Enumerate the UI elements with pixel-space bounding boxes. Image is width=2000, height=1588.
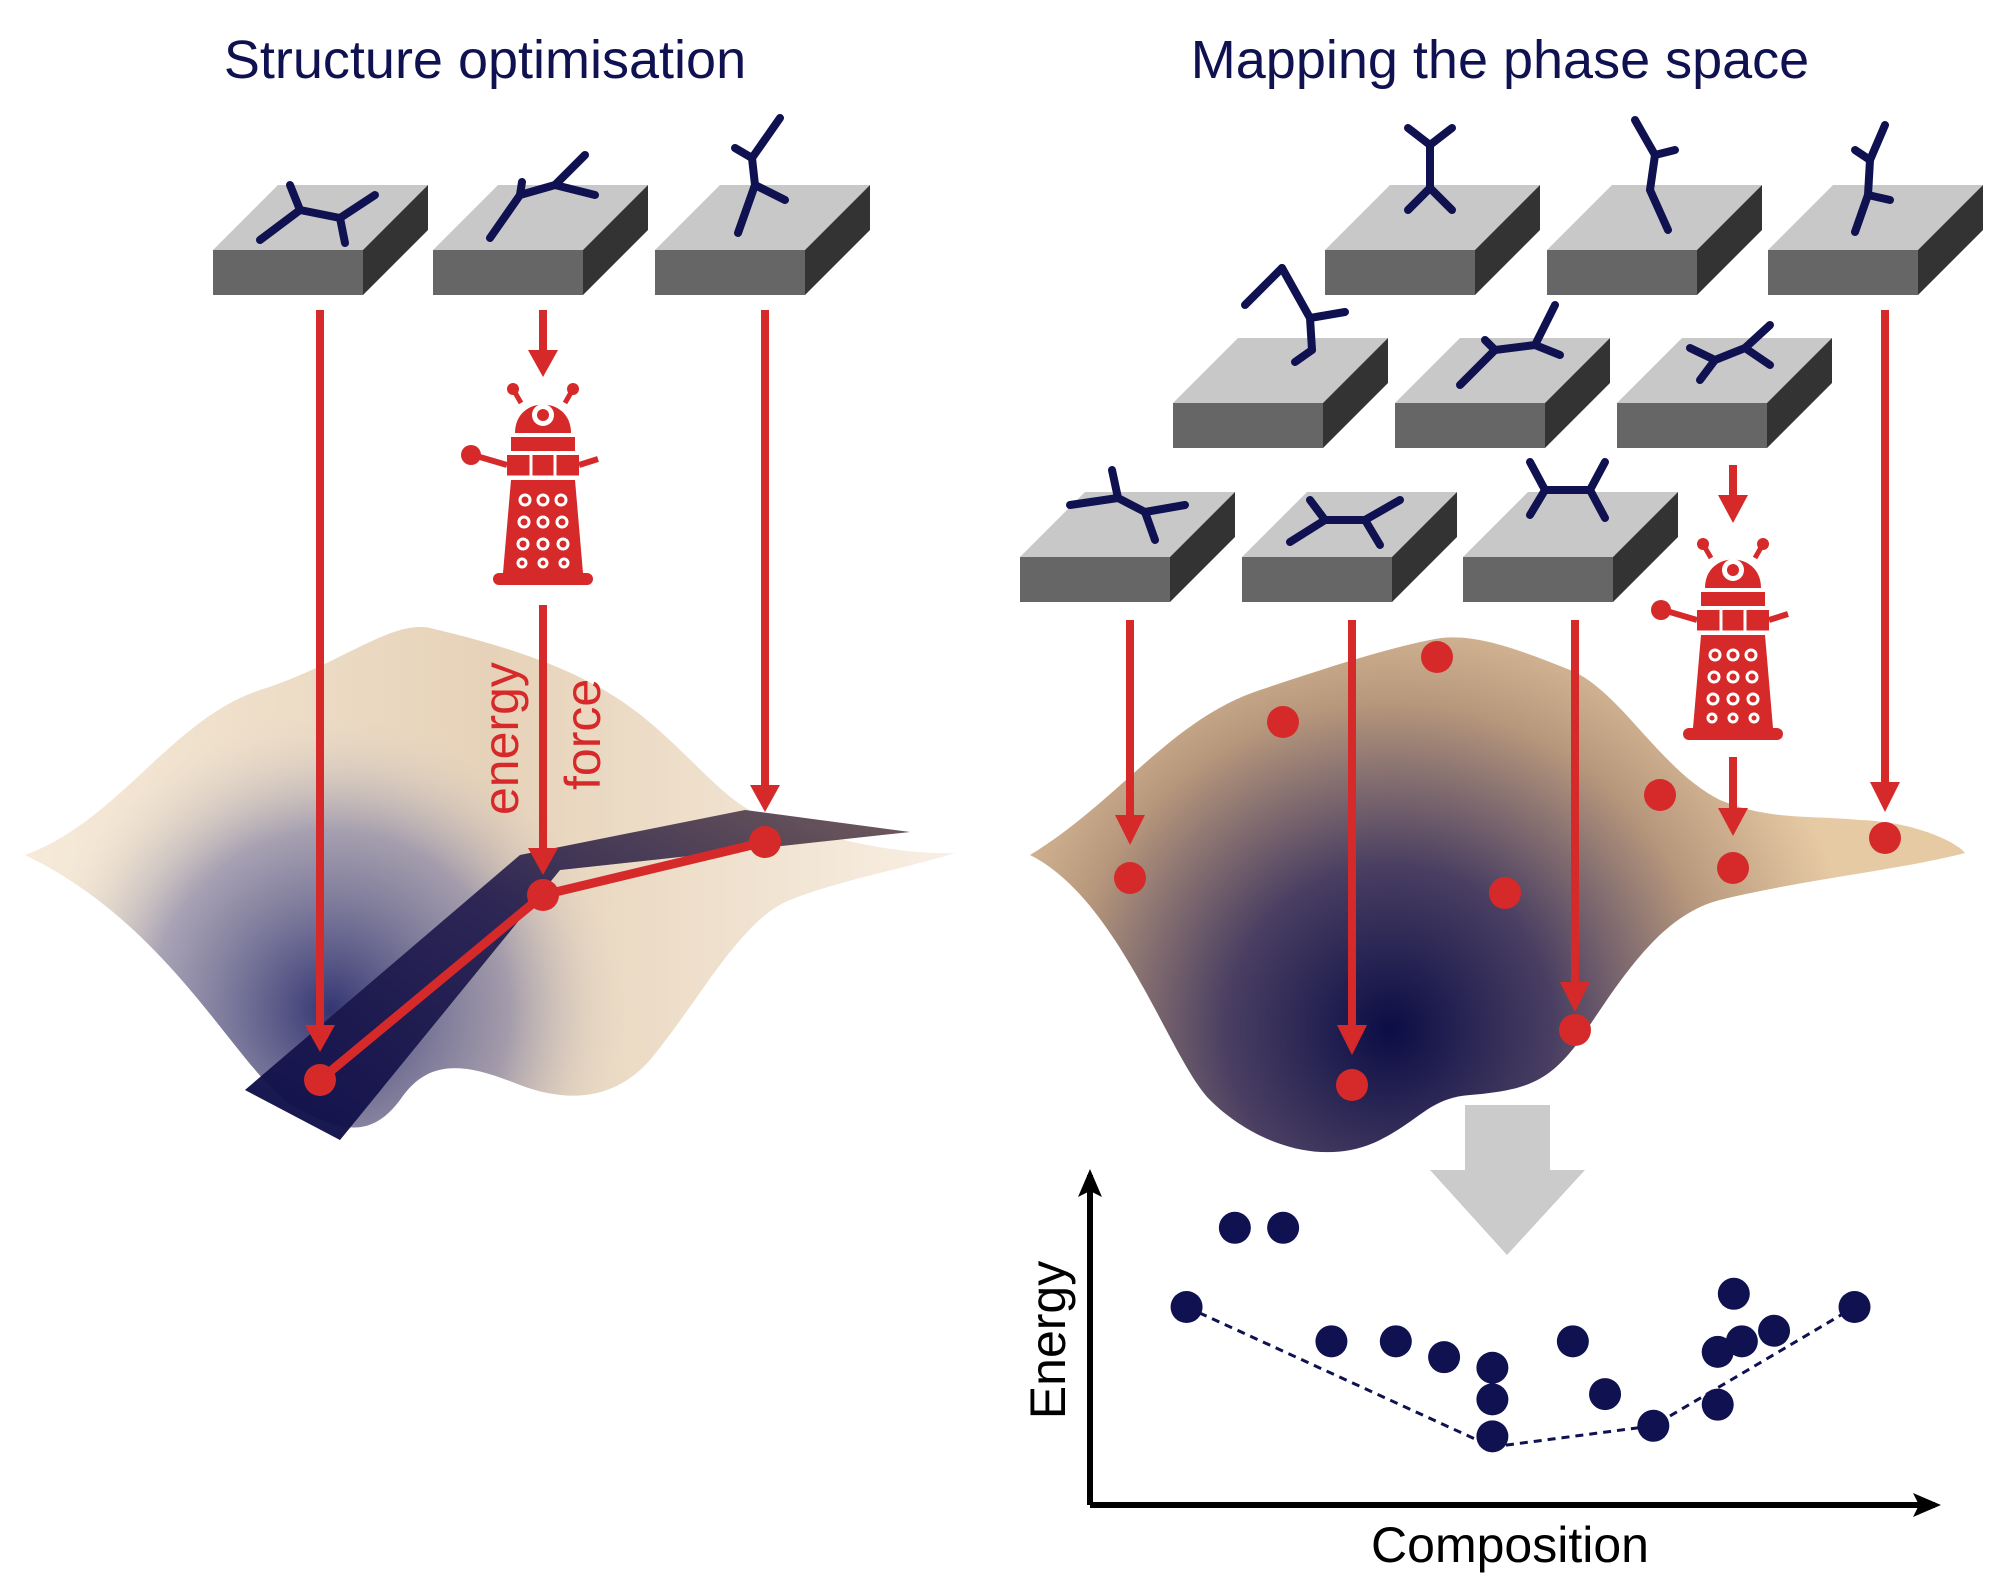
- path-point: [527, 879, 559, 911]
- slab-right-9: [1463, 492, 1678, 602]
- scatter-point: [1701, 1335, 1734, 1368]
- sample-point: [1644, 779, 1676, 811]
- sample-point: [1114, 862, 1146, 894]
- energy-label: energy: [473, 662, 529, 815]
- scatter-point: [1758, 1314, 1791, 1347]
- molecule-icon: [1286, 496, 1404, 549]
- force-label: force: [555, 679, 611, 790]
- x-axis-label: Composition: [1371, 1517, 1649, 1573]
- data-points: [1170, 1211, 1871, 1453]
- molecule-icon: [486, 151, 599, 242]
- scatter-point: [1556, 1325, 1589, 1358]
- molecule-icon: [1631, 116, 1679, 234]
- sample-point: [1869, 822, 1901, 854]
- scatter-point: [1476, 1420, 1509, 1453]
- molecule-icon: [256, 181, 379, 247]
- y-axis-label: Energy: [1020, 1261, 1076, 1419]
- sample-point: [1489, 877, 1521, 909]
- left-energy-surface: [25, 627, 955, 1128]
- path-point: [749, 826, 781, 858]
- robot-icon: [461, 383, 598, 585]
- right-panel-title: Mapping the phase space: [1191, 30, 1809, 90]
- slab-right-8: [1242, 492, 1457, 602]
- scatter-point: [1637, 1409, 1670, 1442]
- scatter-point: [1170, 1291, 1203, 1323]
- scatter-point: [1838, 1291, 1871, 1323]
- scatter-point: [1701, 1388, 1734, 1421]
- molecule-icon: [1241, 264, 1349, 366]
- optimisation-valley: [245, 810, 910, 1140]
- scatter-point: [1476, 1351, 1509, 1384]
- molecule-icon: [731, 114, 789, 237]
- sample-point: [1559, 1014, 1591, 1046]
- convex-hull-line: [1185, 1305, 1856, 1449]
- scatter-point: [1589, 1378, 1622, 1411]
- molecule-icon: [1851, 121, 1894, 236]
- sample-point: [1336, 1069, 1368, 1101]
- sample-point: [1267, 706, 1299, 738]
- slab-right-3: [1768, 185, 1983, 295]
- slab-left-3: [655, 185, 870, 295]
- transform-arrow: [1430, 1105, 1585, 1255]
- sample-point: [1421, 641, 1453, 673]
- hull-plot: Composition Energy: [1020, 1169, 1941, 1573]
- molecule-icon: [1686, 321, 1774, 384]
- scatter-point: [1725, 1325, 1758, 1358]
- scatter-point: [1476, 1383, 1509, 1416]
- scatter-point: [1379, 1325, 1412, 1358]
- sample-point: [1717, 852, 1749, 884]
- molecule-icon: [1456, 301, 1564, 389]
- molecule-icon: [1066, 466, 1189, 544]
- robot-icon: [1651, 538, 1788, 740]
- scatter-point: [1315, 1325, 1348, 1358]
- slab-right-1: [1325, 185, 1540, 295]
- slab-right-4: [1173, 338, 1388, 448]
- molecule-icon: [1404, 124, 1456, 214]
- scatter-point: [1218, 1211, 1251, 1244]
- left-panel-title: Structure optimisation: [224, 30, 746, 90]
- scatter-point: [1428, 1341, 1461, 1374]
- slab-right-5: [1395, 338, 1610, 448]
- slab-left-2: [433, 185, 648, 295]
- scatter-point: [1717, 1277, 1750, 1310]
- scatter-point: [1267, 1211, 1300, 1244]
- slab-right-7: [1020, 492, 1235, 602]
- path-point: [304, 1064, 336, 1096]
- molecule-icon: [1526, 458, 1609, 522]
- slab-left-1: [213, 185, 428, 295]
